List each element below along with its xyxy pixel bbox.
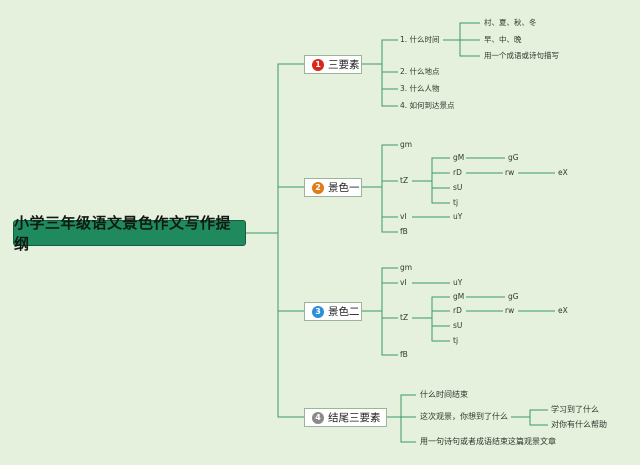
node-gG[interactable]: gG <box>508 153 519 162</box>
node-what-time[interactable]: 1. 什么时间 <box>400 35 440 44</box>
node-eX[interactable]: eX <box>558 306 568 315</box>
node-times-of-day[interactable]: 早、中、晚 <box>484 35 522 44</box>
node-where[interactable]: 2. 什么地点 <box>400 67 440 76</box>
node-end-time[interactable]: 什么时间结束 <box>420 390 468 399</box>
node-tj[interactable]: tj <box>453 336 459 345</box>
node-what-learned[interactable]: 学习到了什么 <box>551 405 599 414</box>
number-2-badge: 2 <box>312 181 324 194</box>
node-rD[interactable]: rD <box>453 168 462 177</box>
node-sU[interactable]: sU <box>453 183 463 192</box>
root-topic[interactable]: 小学三年级语文景色作文写作提纲 <box>13 214 246 253</box>
branch-scene-two[interactable]: 3 景色二 <box>304 302 362 321</box>
node-vI[interactable]: vI <box>400 212 407 221</box>
node-rw[interactable]: rw <box>505 306 515 315</box>
node-how-arrive[interactable]: 4. 如何到达景点 <box>400 101 455 110</box>
branch-three-elements[interactable]: 1 三要素 <box>304 55 362 74</box>
branch-label: 三要素 <box>328 59 360 71</box>
node-seasons[interactable]: 村、夏、秋、冬 <box>484 18 537 27</box>
number-4-badge: 4 <box>312 411 324 424</box>
branch-label: 结尾三要素 <box>328 412 381 424</box>
node-describe-with-idiom[interactable]: 用一个成语或诗句描写 <box>484 51 559 60</box>
node-rw[interactable]: rw <box>505 168 515 177</box>
node-vI[interactable]: vI <box>400 278 407 287</box>
node-uY[interactable]: uY <box>453 278 463 287</box>
node-rD[interactable]: rD <box>453 306 462 315</box>
branch-ending-elements[interactable]: 4 结尾三要素 <box>304 408 387 427</box>
node-eX[interactable]: eX <box>558 168 568 177</box>
node-tZ[interactable]: tZ <box>400 313 409 322</box>
node-uY[interactable]: uY <box>453 212 463 221</box>
node-what-thought[interactable]: 这次观景，你想到了什么 <box>420 412 508 421</box>
node-fB[interactable]: fB <box>400 227 408 236</box>
node-who[interactable]: 3. 什么人物 <box>400 84 440 93</box>
node-fB[interactable]: fB <box>400 350 408 359</box>
branch-scene-one[interactable]: 2 景色一 <box>304 178 362 197</box>
node-gG[interactable]: gG <box>508 292 519 301</box>
node-gM[interactable]: gM <box>453 153 465 162</box>
node-gM[interactable]: gM <box>453 292 465 301</box>
node-tZ[interactable]: tZ <box>400 176 409 185</box>
root-title: 小学三年级语文景色作文写作提纲 <box>14 214 232 253</box>
number-1-badge: 1 <box>312 58 324 71</box>
node-gm[interactable]: gm <box>400 140 413 149</box>
node-how-helpful[interactable]: 对你有什么帮助 <box>551 420 607 429</box>
node-gm[interactable]: gm <box>400 263 413 272</box>
node-tj[interactable]: tj <box>453 198 459 207</box>
node-closing-line[interactable]: 用一句诗句或者成语结束这篇观景文章 <box>420 437 556 446</box>
branch-label: 景色二 <box>328 306 360 318</box>
node-sU[interactable]: sU <box>453 321 463 330</box>
branch-label: 景色一 <box>328 182 360 194</box>
number-3-badge: 3 <box>312 305 324 318</box>
